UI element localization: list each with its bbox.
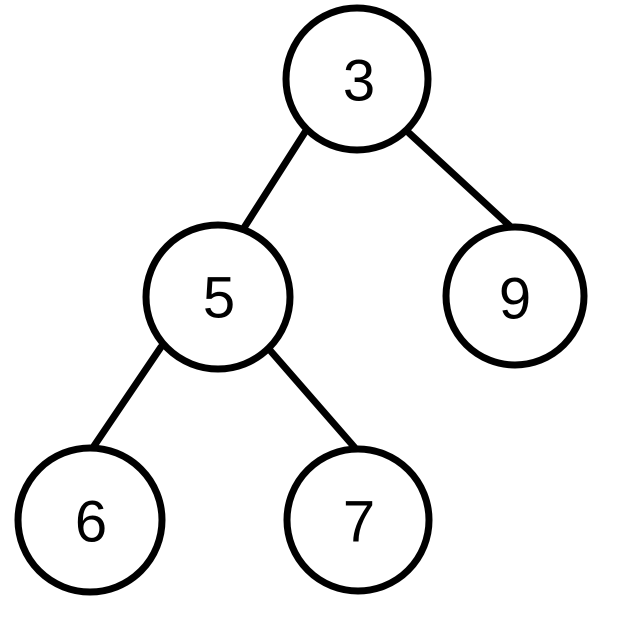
edge-3-to-9 <box>405 129 516 232</box>
tree-node-left-leaf[interactable]: 6 <box>14 444 166 596</box>
tree-node-left-child[interactable]: 5 <box>142 221 294 373</box>
node-label-7: 7 <box>343 490 375 555</box>
edge-5-to-6 <box>88 343 165 453</box>
node-label-9: 9 <box>499 267 531 332</box>
node-label-5: 5 <box>203 266 235 331</box>
node-circle-3[interactable] <box>282 4 432 154</box>
tree-node-right-child[interactable]: 9 <box>442 223 588 369</box>
node-circle-6[interactable] <box>14 444 166 596</box>
node-circle-5[interactable] <box>142 221 294 373</box>
tree-node-right-leaf[interactable]: 7 <box>283 445 433 595</box>
tree-node-root[interactable]: 3 <box>282 4 432 154</box>
node-label-6: 6 <box>75 490 107 555</box>
node-group: 3 5 9 6 7 <box>14 4 588 596</box>
node-circle-9[interactable] <box>442 223 588 369</box>
node-label-3: 3 <box>343 49 375 114</box>
edge-5-to-7 <box>264 344 360 453</box>
node-circle-7[interactable] <box>283 445 433 595</box>
